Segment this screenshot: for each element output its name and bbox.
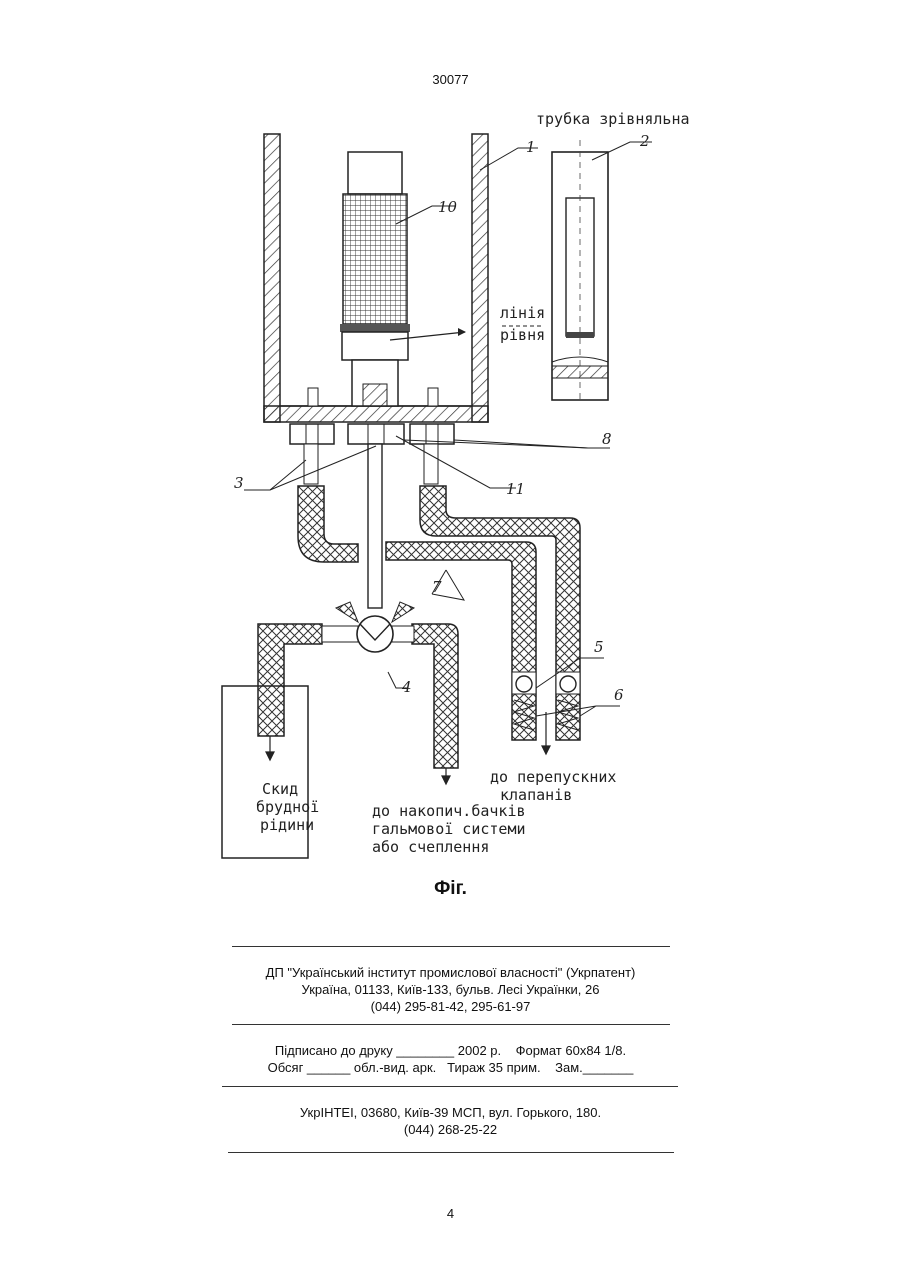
divider	[232, 946, 670, 947]
drain-label-1: Скид	[262, 780, 298, 798]
ref-number-7: 7	[432, 578, 442, 596]
filter-element	[340, 152, 466, 406]
three-way-valve	[322, 602, 414, 652]
equalizing-tube	[552, 140, 608, 400]
print-line-1: Підписано до друку ________ 2002 р. Форм…	[0, 1042, 901, 1059]
tanks-label-1: до накопич.бачків	[372, 802, 526, 820]
print-line-2: Обсяг ______ обл.-вид. арк. Тираж 35 при…	[0, 1059, 901, 1076]
ref-number-1: 1	[526, 138, 536, 156]
drain-label-3: рідини	[260, 816, 314, 834]
ref-number-4: 4	[401, 678, 412, 696]
ref-number-8: 8	[602, 430, 612, 448]
level-line-label-2: рівня	[500, 326, 545, 344]
divider	[232, 1024, 670, 1025]
drain-rod	[368, 444, 382, 608]
org-line-1: ДП "Український інститут промислової вла…	[0, 964, 901, 981]
drain-label-2: брудної	[256, 798, 319, 816]
page-number: 4	[0, 1206, 901, 1221]
org-line-3: (044) 295-81-42, 295-61-97	[0, 998, 901, 1015]
org-line-2: Україна, 01133, Київ-133, бульв. Лесі Ук…	[0, 981, 901, 998]
ref-number-3: 3	[234, 474, 244, 492]
divider	[222, 1086, 678, 1087]
figure-caption: Фіг.	[0, 878, 901, 900]
level-line-label-1: лінія	[500, 304, 545, 322]
ref-number-2: 2	[639, 132, 650, 150]
hoses	[258, 486, 580, 768]
valves-label-1: до перепускних	[490, 768, 616, 786]
ref-number-5: 5	[594, 638, 604, 656]
ref-number-10: 10	[438, 198, 458, 216]
org-info: ДП "Український інститут промислової вла…	[0, 964, 901, 1015]
tube-title-label: трубка зрівняльна	[536, 110, 690, 128]
technical-figure: 1 2 3 4 5 6 7 8 10 11 трубка зрівняльна …	[200, 100, 720, 860]
press-line-2: (044) 268-25-22	[0, 1121, 901, 1138]
press-line-1: УкрІНТЕІ, 03680, Київ-39 МСП, вул. Горьк…	[0, 1104, 901, 1121]
tanks-label-3: або счеплення	[372, 838, 489, 856]
tanks-label-2: гальмової системи	[372, 820, 526, 838]
ref-number-11: 11	[506, 480, 525, 498]
patent-number: 30077	[0, 72, 901, 87]
valves-label-2: клапанів	[500, 786, 572, 804]
divider	[228, 1152, 674, 1153]
press-info: УкрІНТЕІ, 03680, Київ-39 МСП, вул. Горьк…	[0, 1104, 901, 1138]
ref-number-6: 6	[614, 686, 624, 704]
print-info: Підписано до друку ________ 2002 р. Форм…	[0, 1042, 901, 1076]
